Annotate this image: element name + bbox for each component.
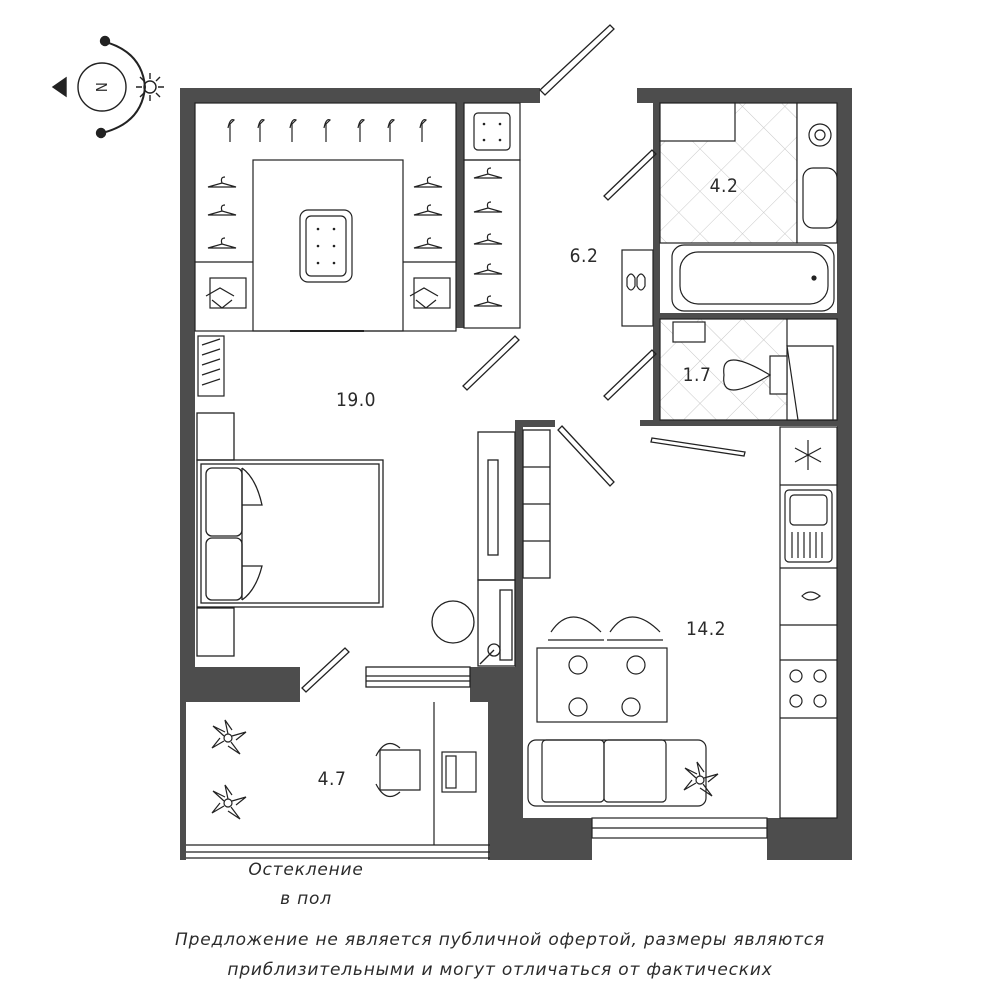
walls xyxy=(180,88,852,860)
kitchen xyxy=(375,426,838,819)
kitchen-window xyxy=(591,817,768,839)
wardrobe xyxy=(194,102,521,332)
room-area-hall: 6.2 xyxy=(569,245,599,267)
plant-icon xyxy=(211,719,247,755)
room-area-bathroom: 4.2 xyxy=(709,175,739,197)
balcony-glazing xyxy=(186,702,490,859)
doors xyxy=(301,24,746,693)
compass-north-label: N xyxy=(93,81,111,93)
plant-icon xyxy=(211,784,247,820)
glazing-note-line1: Остекление xyxy=(248,860,364,880)
compass xyxy=(51,35,164,139)
hall-furniture xyxy=(621,249,654,327)
disclaimer-line1: Предложение не является публичной оферто… xyxy=(175,930,825,950)
bedroom-furniture xyxy=(196,412,551,688)
disclaimer-line2: приблизительными и могут отличаться от ф… xyxy=(227,960,773,980)
room-area-kitchen: 14.2 xyxy=(685,618,727,640)
glazing-note-line2: в пол xyxy=(280,889,332,909)
wardrobe-dots xyxy=(316,122,502,265)
bathroom xyxy=(659,102,838,421)
room-area-toilet: 1.7 xyxy=(682,364,712,386)
hangers xyxy=(197,119,503,397)
room-area-balcony: 4.7 xyxy=(317,768,347,790)
room-area-bedroom: 19.0 xyxy=(335,389,377,411)
plant-icon xyxy=(683,761,719,797)
